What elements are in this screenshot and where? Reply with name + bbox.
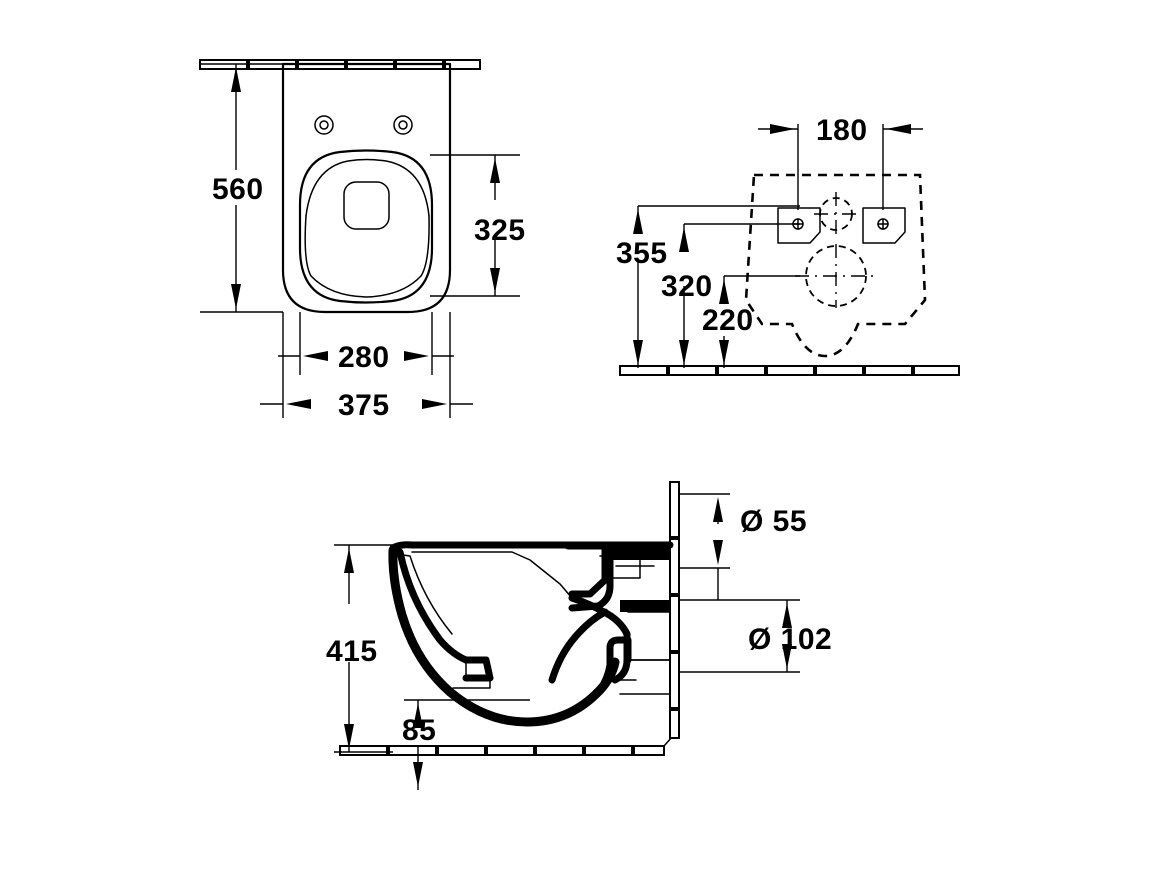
view-front-elevation: 560 325 280 375 — [199, 59, 526, 422]
dimension-560: 560 — [212, 67, 264, 309]
flush-aperture — [343, 181, 390, 230]
dimension-180-label: 180 — [816, 114, 868, 147]
water-inlet-circle — [814, 192, 858, 236]
dimension-375: 375 — [260, 389, 473, 422]
dimension-220-label: 220 — [702, 304, 754, 337]
mount-bolt-left — [777, 207, 821, 244]
dimension-85: 85 — [402, 703, 436, 787]
bowl-rim-outline — [298, 149, 434, 304]
dimension-375-label: 375 — [338, 389, 390, 422]
wc-footprint-dashed — [744, 173, 927, 358]
dimension-325: 325 — [474, 158, 526, 293]
dimension-280-label: 280 — [338, 341, 390, 374]
dimension-280: 280 — [278, 341, 454, 374]
dimension-dia-55-label: Ø 55 — [740, 505, 807, 538]
dimension-355-label: 355 — [616, 237, 668, 270]
dimension-320-label: 320 — [661, 270, 713, 303]
mounting-hole-right-front — [393, 115, 413, 135]
mount-extension-lines — [637, 124, 884, 368]
wc-body-outline-front — [281, 62, 452, 314]
view-wall-mount: 180 355 320 220 — [616, 114, 960, 376]
wc-section-profile — [388, 541, 674, 727]
view-side-section: 415 85 Ø 55 Ø 102 — [326, 481, 832, 790]
dimension-320: 320 — [661, 227, 713, 365]
dimension-85-label: 85 — [402, 714, 436, 747]
dimension-dia-55: Ø 55 — [713, 497, 807, 565]
dimension-355: 355 — [616, 209, 668, 365]
dimension-dia-102: Ø 102 — [748, 603, 832, 669]
dimension-180: 180 — [758, 114, 923, 147]
dimension-415: 415 — [326, 548, 378, 749]
wall-hatch-band-side — [669, 481, 680, 739]
waste-outlet-circle — [795, 244, 877, 308]
floor-hatch-band-mount — [619, 365, 960, 376]
dimension-560-label: 560 — [212, 173, 264, 206]
dimension-dia-102-label: Ø 102 — [748, 623, 832, 656]
dimension-220: 220 — [702, 279, 754, 365]
bowl-inner-outline — [304, 158, 430, 298]
dimension-415-label: 415 — [326, 635, 378, 668]
dimension-325-label: 325 — [474, 214, 526, 247]
mount-bolt-right — [862, 207, 906, 244]
mounting-hole-left-front — [314, 115, 334, 135]
floor-hatch-band-side — [339, 736, 673, 756]
